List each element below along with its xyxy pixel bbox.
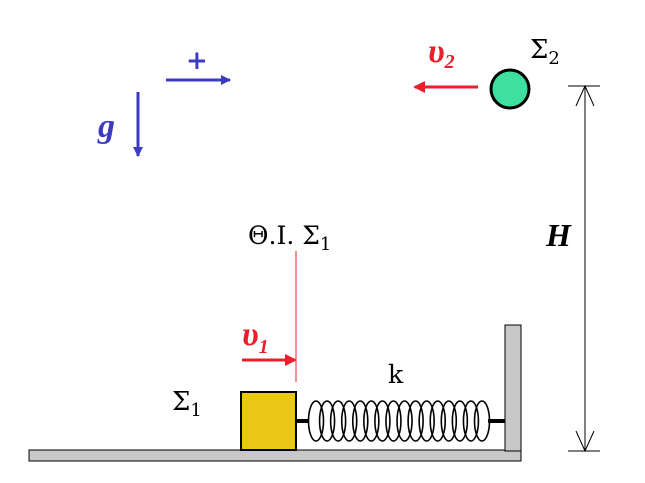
gravity-label: g: [97, 108, 115, 145]
spring-coil: [329, 400, 347, 442]
height-bottom-arrowhead: [575, 430, 595, 453]
spring-coil: [396, 400, 413, 442]
wall: [504, 324, 522, 452]
spring: [296, 400, 505, 442]
spring-coil: [385, 400, 402, 442]
spring-coil: [307, 400, 325, 442]
height-top-arrowhead: [575, 84, 595, 107]
spring-coil: [418, 400, 435, 442]
velocity-v2: υ2: [413, 33, 478, 93]
equilibrium-label: Θ.Ι. Σ1: [248, 221, 331, 255]
gravity: g: [97, 92, 143, 157]
v1-label: υ1: [242, 316, 269, 358]
equilibrium-position: Θ.Ι. Σ1: [248, 221, 331, 382]
spring-coil: [451, 400, 469, 442]
spring-coil: [462, 400, 480, 442]
spring-coils: [307, 400, 491, 442]
body-sigma2: Σ2: [489, 35, 560, 110]
spring-coil: [407, 400, 424, 442]
spring-coil: [340, 400, 358, 442]
floor: [28, 449, 522, 462]
spring-constant-label: k: [388, 360, 404, 389]
positive-direction: +: [166, 46, 231, 85]
spring-coil: [351, 400, 369, 442]
spring-coil: [363, 400, 380, 442]
spring-coil: [429, 400, 447, 442]
sigma2-label: Σ2: [530, 35, 560, 69]
spring-coil: [440, 400, 458, 442]
spring-coil: [374, 400, 391, 442]
plus-label: +: [186, 46, 208, 76]
height-dimension: H: [545, 84, 600, 453]
sigma1-label: Σ1: [172, 387, 202, 421]
block: [240, 391, 297, 451]
velocity-v1: υ1: [242, 316, 297, 366]
spring-coil: [318, 400, 336, 442]
spring-coil: [473, 400, 491, 442]
ball: [489, 68, 531, 110]
v2-label: υ2: [428, 33, 455, 73]
height-label: H: [545, 217, 572, 253]
